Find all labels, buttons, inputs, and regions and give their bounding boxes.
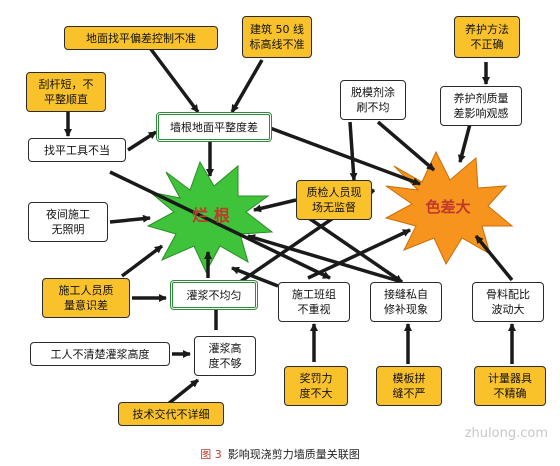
node-leveling-tool: 找平工具不当 <box>28 138 126 162</box>
node-team-neglect: 施工班组 不重视 <box>278 282 350 322</box>
node-joint-repair: 接缝私自 修补现象 <box>370 282 442 322</box>
node-tech-brief: 技术交代不详细 <box>118 402 224 426</box>
node-reward-punish: 奖罚力 度不大 <box>284 366 348 406</box>
figure-number: 图 3 <box>200 448 222 461</box>
node-night-work: 夜间施工 无照明 <box>28 202 108 242</box>
figure-caption: 图 3 影响现浇剪力墙质量关联图 <box>0 446 560 462</box>
rotten-root-label: 烂 根 <box>192 206 230 225</box>
node-curing-method: 养护方法 不正确 <box>454 16 520 58</box>
node-grout-uneven: 灌浆不均匀 <box>170 280 258 310</box>
node-grout-height: 灌浆高 度不够 <box>194 336 256 376</box>
figure-title: 影响现浇剪力墙质量关联图 <box>227 448 360 461</box>
node-worker-quality: 施工人员质 量意识差 <box>42 278 130 318</box>
node-aggregate: 骨料配比 波动大 <box>472 282 544 322</box>
node-worker-unclear: 工人不清楚灌浆高度 <box>30 342 170 366</box>
node-ground-control: 地面找平偏差控制不准 <box>64 26 218 50</box>
node-release-agent: 脱模剂涂 刷不均 <box>340 80 406 120</box>
node-building-50-line: 建筑 50 线 标高线不准 <box>242 16 312 58</box>
node-curing-agent: 养护剂质量 差影响观感 <box>440 86 522 126</box>
node-formwork-joint: 模板拼 缝不严 <box>376 366 442 406</box>
node-measuring: 计量器具 不精确 <box>474 366 546 406</box>
color-diff-label: 色差大 <box>425 198 470 216</box>
watermark: zhulong.com <box>464 426 548 441</box>
node-inspector: 质检人员现 场无监督 <box>296 180 372 220</box>
relation-arrows <box>64 46 516 406</box>
rotten-root-burst <box>146 160 274 274</box>
node-wall-flatness: 墙根地面平整度差 <box>156 112 272 142</box>
node-scraper: 刮杆短，不 平整顺直 <box>26 72 106 112</box>
